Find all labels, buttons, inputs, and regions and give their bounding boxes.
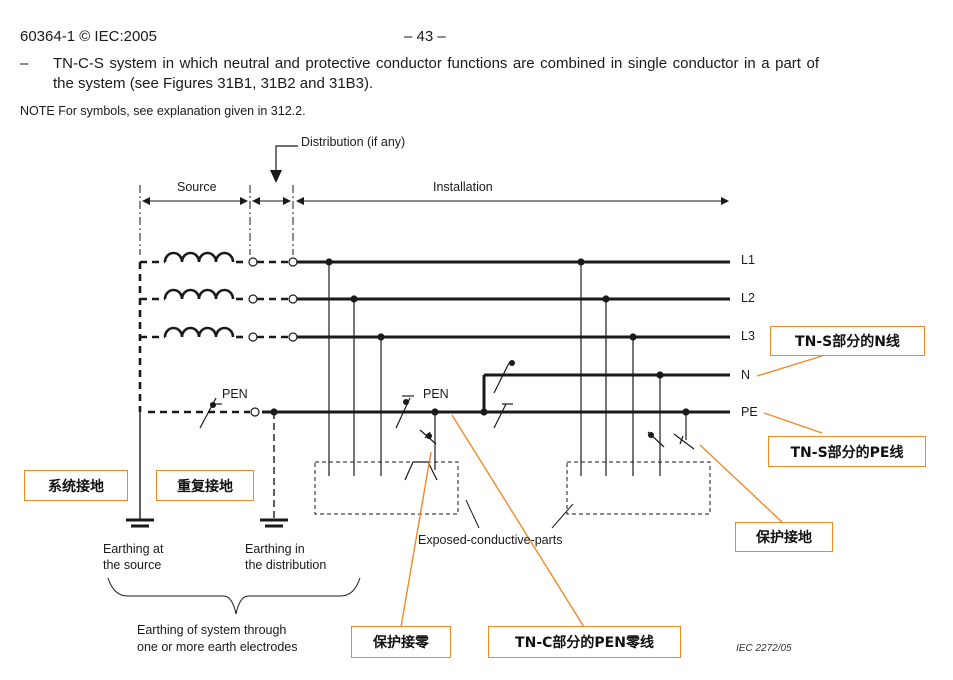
earthing-source-line1: Earthing at: [103, 542, 164, 556]
earthing-brace: [107, 577, 361, 615]
conductor-label-l3: L3: [741, 329, 755, 343]
annotation-pen-line: TN-C部分的PEN零线: [488, 626, 681, 658]
exposed-part-box-tns: [566, 461, 711, 515]
coil-l1: [163, 251, 235, 263]
distribution-label: Distribution (if any): [301, 135, 405, 149]
zone-boundaries: [139, 185, 294, 510]
earthing-source-line2: the source: [103, 558, 161, 572]
page-number: – 43 –: [404, 28, 446, 45]
main-conductors: [262, 260, 730, 414]
clause-text: TN-C-S system in which neutral and prote…: [53, 55, 819, 92]
clause-bullet: –: [20, 55, 29, 72]
earthing-distribution-line2: the distribution: [245, 558, 326, 572]
coil-l2: [163, 288, 235, 300]
earth-symbol-distribution: [260, 518, 288, 528]
distribution-arrowhead: [270, 170, 282, 183]
equipment-drops: [328, 262, 687, 476]
exposed-pointer-left: [465, 499, 480, 529]
junction-dots: [210, 258, 690, 439]
transformer-coils: [163, 251, 235, 338]
earth-symbol-source: [126, 518, 154, 528]
exposed-pointer-right: [551, 503, 574, 529]
annotation-leaders: [400, 355, 823, 628]
annotation-protective-neutral: 保护接零: [351, 626, 451, 658]
earthing-distribution-line1: Earthing in: [245, 542, 305, 556]
distribution-pointer: [275, 145, 298, 178]
annotation-pe-line: TN-S部分的PE线: [768, 436, 926, 467]
pen-label-source: PEN: [222, 387, 248, 401]
coil-l3: [163, 326, 235, 338]
conductor-label-l1: L1: [741, 253, 755, 267]
conductor-label-pe: PE: [741, 405, 758, 419]
standard-reference: 60364-1 © IEC:2005: [20, 28, 157, 45]
terminals: [248, 257, 298, 417]
note-text: NOTE For symbols, see explanation given …: [20, 104, 306, 118]
conductor-label-n: N: [741, 368, 750, 382]
conductor-label-l2: L2: [741, 291, 755, 305]
annotation-repeat-earth: 重复接地: [156, 470, 254, 501]
annotation-system-earth: 系统接地: [24, 470, 128, 501]
figure-identifier: IEC 2272/05: [736, 643, 792, 654]
installation-label: Installation: [433, 180, 493, 194]
annotation-protective-earth: 保护接地: [735, 522, 833, 552]
pen-label-installation: PEN: [423, 387, 449, 401]
earthing-system-line2: one or more earth electrodes: [137, 640, 298, 654]
source-dashed-wiring: [138, 260, 288, 414]
annotation-n-line: TN-S部分的N线: [770, 326, 925, 356]
exposed-part-box-tnc: [314, 461, 459, 515]
source-label: Source: [177, 180, 217, 194]
earthing-system-line1: Earthing of system through: [137, 623, 286, 637]
exposed-parts-label: Exposed-conductive-parts: [418, 533, 563, 547]
pen-connection-bridge: [404, 461, 438, 481]
